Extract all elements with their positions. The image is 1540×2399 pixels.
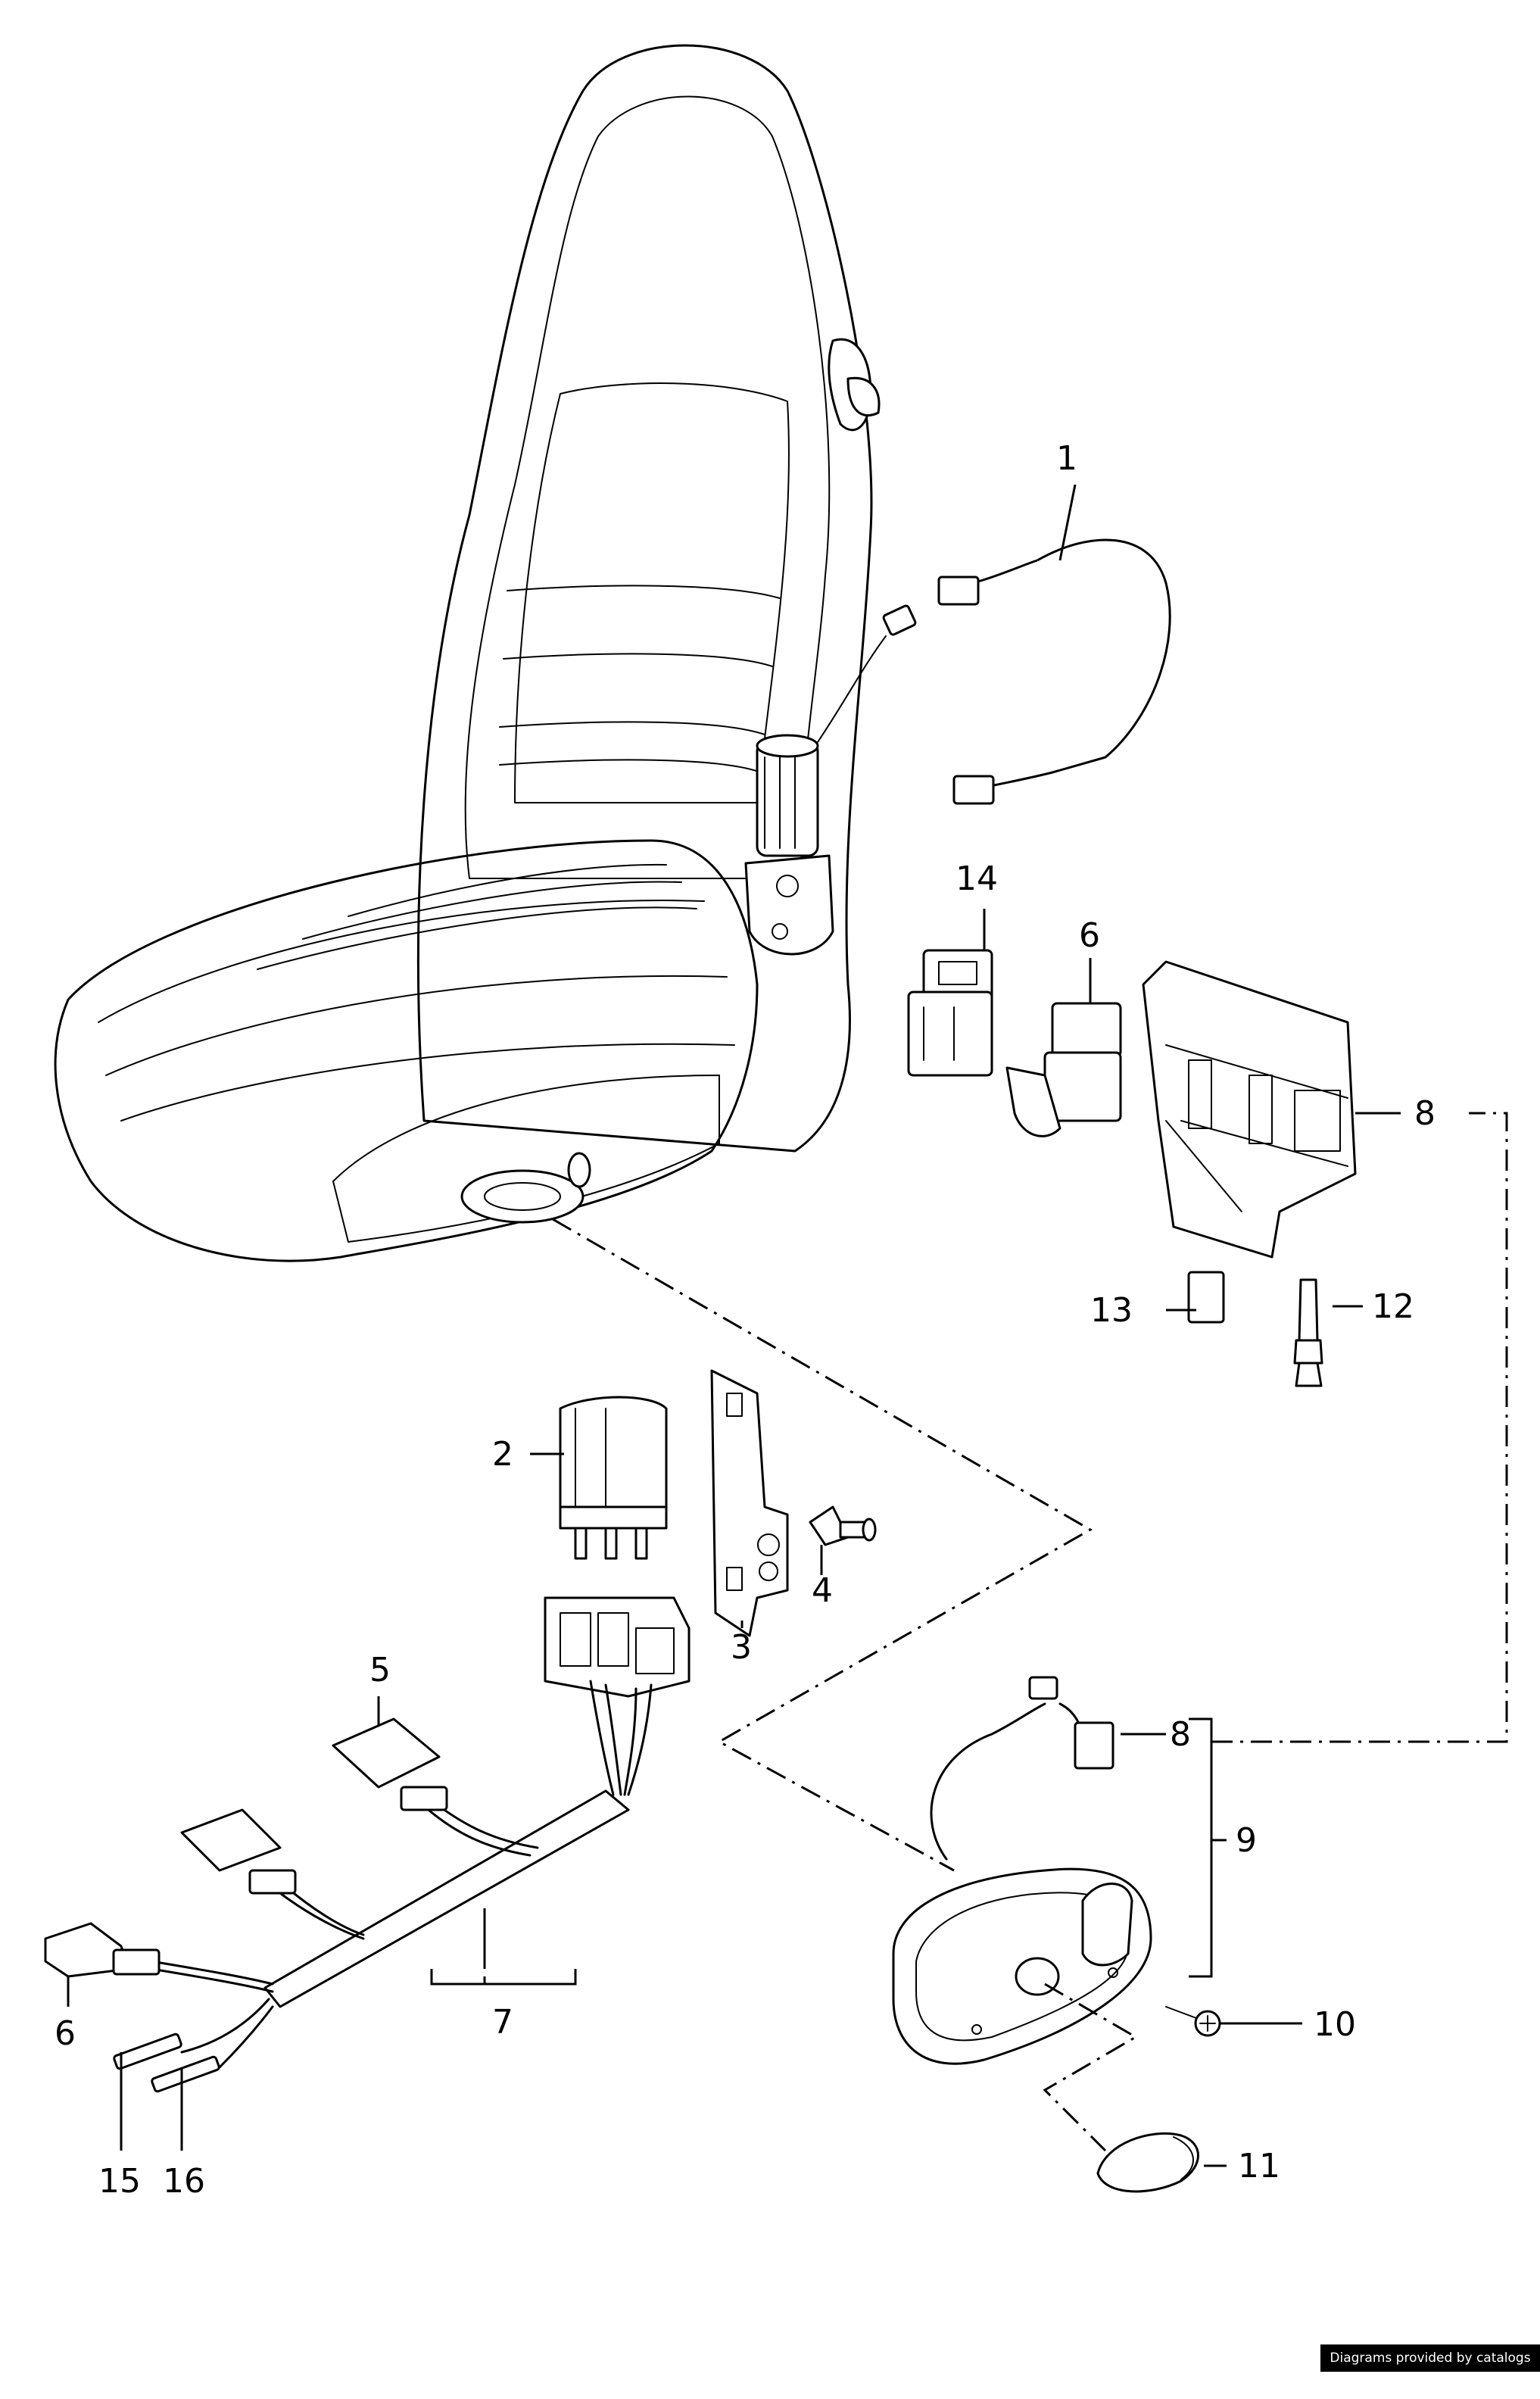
callout-5: 5 xyxy=(369,1651,391,1689)
callout-3: 3 xyxy=(731,1628,752,1667)
callout-1: 1 xyxy=(1056,439,1077,478)
callout-4: 4 xyxy=(812,1571,833,1610)
callout-7: 7 xyxy=(492,2003,513,2042)
callout-labels: 1 2 3 4 5 6 7 8 9 10 11 12 13 14 15 16 6… xyxy=(55,439,1436,2201)
part-9-control-panel xyxy=(892,1676,1152,2065)
bracket-9 xyxy=(1189,1717,1213,1978)
part-2-relay xyxy=(559,1396,668,1560)
seat-motor xyxy=(744,604,917,956)
part-6-connector-upper xyxy=(1005,1002,1122,1137)
callout-12: 12 xyxy=(1372,1287,1414,1326)
part-1-cable xyxy=(937,538,1171,805)
part-7-wiring-harness xyxy=(44,1596,691,2093)
seat-backrest xyxy=(417,44,873,1153)
part-11-knob xyxy=(1096,2132,1199,2193)
callout-9: 9 xyxy=(1236,1821,1257,1860)
callout-16: 16 xyxy=(163,2162,205,2201)
cushion-side-panel xyxy=(332,1075,720,1243)
seat-control-recess xyxy=(460,1169,585,1224)
callout-13: 13 xyxy=(1090,1291,1133,1330)
credit-label: Diagrams provided by catalogs parts xyxy=(1320,2344,1540,2393)
callout-8-lower: 8 xyxy=(1170,1715,1191,1754)
part-3-bracket xyxy=(710,1369,789,1637)
callout-14: 14 xyxy=(955,859,998,898)
callout-2: 2 xyxy=(492,1435,513,1474)
seat xyxy=(54,44,881,1262)
callout-15: 15 xyxy=(98,2162,141,2201)
part-14-connector xyxy=(907,949,993,1077)
part-10-screw xyxy=(1165,2006,1221,2037)
seat-cushion xyxy=(54,839,759,1262)
seat-lumbar-panel xyxy=(514,382,790,803)
callout-8-upper: 8 xyxy=(1414,1094,1436,1133)
part-12-pin xyxy=(1293,1278,1323,1387)
callout-10: 10 xyxy=(1314,2005,1356,2044)
part-13-clip xyxy=(1187,1271,1225,1324)
part-8-switch-housing xyxy=(1142,960,1357,1259)
callout-11: 11 xyxy=(1238,2147,1280,2185)
callout-6-upper: 6 xyxy=(1079,916,1100,955)
reference-lines xyxy=(552,1112,1508,2152)
part-4-fastener xyxy=(809,1505,877,1546)
callout-6-lower: 6 xyxy=(55,2014,76,2053)
leader-lines xyxy=(67,484,1401,2167)
